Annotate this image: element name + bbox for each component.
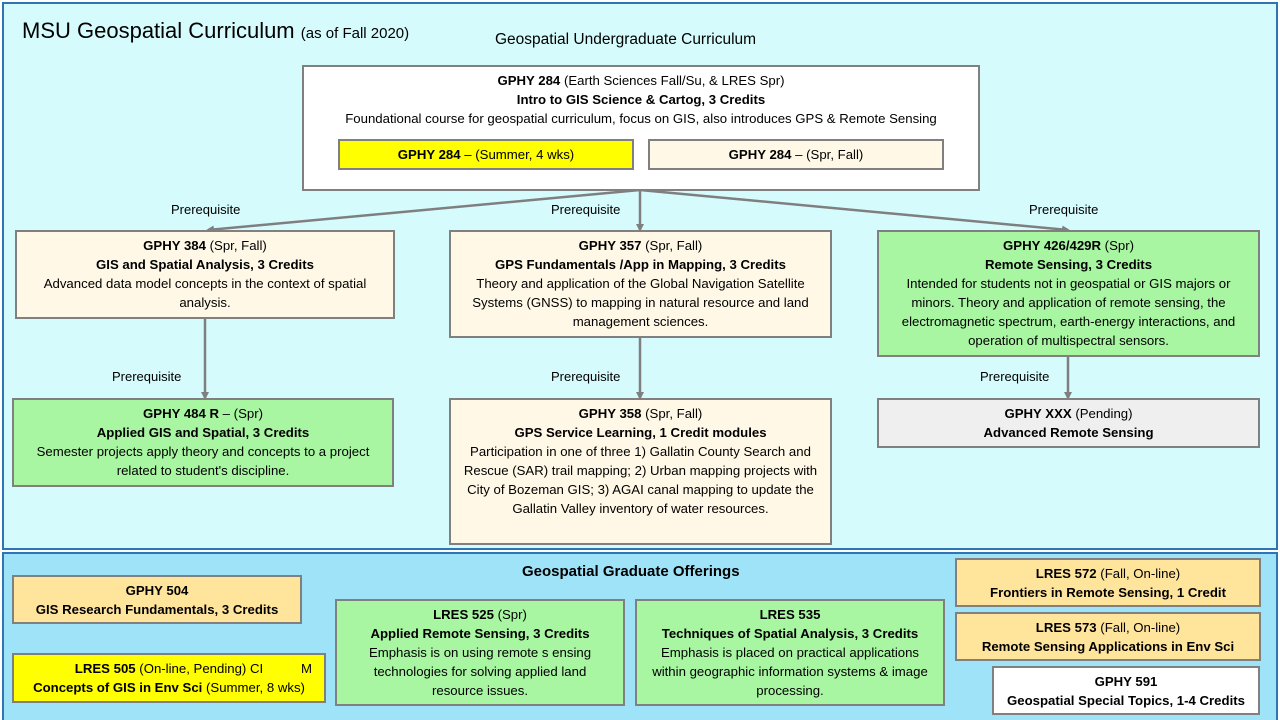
title-main: MSU Geospatial Curriculum (22, 18, 295, 43)
course-code: GPHY 358 (578, 406, 642, 421)
course-code: GPHY 357 (578, 238, 642, 253)
page-title: MSU Geospatial Curriculum (as of Fall 20… (22, 18, 409, 44)
course-description: Participation in one of three 1) Gallati… (463, 444, 818, 516)
course-code: LRES 573 (1035, 620, 1097, 635)
course-description: Advanced data model concepts in the cont… (43, 276, 367, 310)
course-term: (Spr, Fall) (641, 406, 703, 421)
arrow-284-to-384 (206, 188, 641, 234)
course-term: (Spr, Fall) (205, 238, 267, 253)
course-lres-505: LRES 505 (On-line, Pending) CI M Concepts… (12, 653, 326, 703)
course-title: Intro to GIS Science & Cartog, 3 Credits (516, 92, 766, 107)
course-lres-572: LRES 572 (Fall, On-line) Frontiers in Re… (955, 558, 1261, 607)
course-description: Foundational course for geospatial curri… (345, 111, 937, 126)
course-term: (Spr) (1101, 238, 1134, 253)
course-code: LRES 535 (759, 607, 821, 622)
course-term: – (Spr) (219, 406, 263, 421)
graduate-heading: Geospatial Graduate Offerings (522, 563, 740, 580)
prereq-label-4: Prerequisite (112, 369, 182, 384)
course-code: LRES 525 (433, 607, 494, 622)
course-description: Intended for students not in geospatial … (901, 276, 1236, 348)
course-gphy-357: GPHY 357 (Spr, Fall) GPS Fundamentals /A… (449, 230, 832, 338)
course-term: (Spr, Fall) (641, 238, 703, 253)
course-title: GPS Fundamentals /App in Mapping, 3 Cred… (495, 257, 786, 272)
course-description: Emphasis is placed on practical applicat… (652, 645, 928, 698)
course-term: – (Summer, 4 wks) (460, 147, 575, 162)
undergrad-heading: Geospatial Undergraduate Curriculum (495, 31, 757, 48)
course-gphy-358: GPHY 358 (Spr, Fall) GPS Service Learnin… (449, 398, 832, 545)
course-title: Advanced Remote Sensing (983, 425, 1154, 440)
course-gphy-484r: GPHY 484 R – (Spr) Applied GIS and Spati… (12, 398, 394, 487)
course-code: GPHY 504 (125, 583, 189, 598)
prereq-label-6: Prerequisite (980, 369, 1050, 384)
prereq-label-5: Prerequisite (551, 369, 621, 384)
course-title: GPS Service Learning, 1 Credit modules (514, 425, 767, 440)
course-code: GPHY 284 (728, 147, 792, 162)
course-term: – (Spr, Fall) (791, 147, 864, 162)
course-title: Frontiers in Remote Sensing, 1 Credit (990, 585, 1226, 600)
course-term: (Fall, On-line) (1096, 620, 1181, 635)
course-description: Semester projects apply theory and conce… (36, 444, 370, 478)
course-title: GIS and Spatial Analysis, 3 Credits (96, 257, 314, 272)
course-gphy-426: GPHY 426/429R (Spr) Remote Sensing, 3 Cr… (877, 230, 1260, 357)
course-code: LRES 505 (74, 661, 136, 676)
course-lres-535: LRES 535 Techniques of Spatial Analysis,… (635, 599, 945, 706)
course-code: GPHY 484 R (143, 406, 220, 421)
prereq-label-3: Prerequisite (1029, 202, 1099, 217)
course-lres-573: LRES 573 (Fall, On-line) Remote Sensing … (955, 612, 1261, 661)
course-code: GPHY 284 (397, 147, 461, 162)
course-title: Applied Remote Sensing, 3 Credits (370, 626, 590, 641)
course-gphy-504: GPHY 504 GIS Research Fundamentals, 3 Cr… (12, 575, 302, 624)
course-title: Concepts of GIS in Env Sci (33, 680, 203, 695)
option-spring-fall: GPHY 284 – (Spr, Fall) (648, 139, 944, 170)
course-term: (On-line, Pending) CI (135, 661, 264, 676)
option-summer: GPHY 284 – (Summer, 4 wks) (338, 139, 634, 170)
course-title-term: (Summer, 8 wks) (202, 680, 305, 695)
course-term: (Fall, On-line) (1096, 566, 1181, 581)
arrow-284-to-426 (639, 188, 1070, 234)
course-term: (Spr) (493, 607, 527, 622)
course-title: Techniques of Spatial Analysis, 3 Credit… (661, 626, 919, 641)
course-code: LRES 572 (1035, 566, 1097, 581)
course-gphy-284: GPHY 284 (Earth Sciences Fall/Su, & LRES… (302, 65, 980, 191)
prereq-label-1: Prerequisite (171, 202, 241, 217)
course-gphy-xxx: GPHY XXX (Pending) Advanced Remote Sensi… (877, 398, 1260, 448)
course-title: Applied GIS and Spatial, 3 Credits (96, 425, 310, 440)
prereq-label-2: Prerequisite (551, 202, 621, 217)
course-gphy-384: GPHY 384 (Spr, Fall) GIS and Spatial Ana… (15, 230, 395, 319)
course-title: GIS Research Fundamentals, 3 Credits (35, 602, 279, 617)
course-title: Geospatial Special Topics, 1-4 Credits (1007, 693, 1245, 708)
course-code: GPHY 426/429R (1003, 238, 1102, 253)
course-code: GPHY 591 (1094, 674, 1158, 689)
course-description: Emphasis is on using remote s ensing tec… (368, 645, 592, 698)
course-code: GPHY XXX (1004, 406, 1072, 421)
course-description: Theory and application of the Global Nav… (472, 276, 809, 329)
course-term-suffix: M (301, 661, 312, 676)
course-term: (Earth Sciences Fall/Su, & LRES Spr) (563, 73, 785, 88)
course-title: Remote Sensing, 3 Credits (984, 257, 1153, 272)
course-term: (Pending) (1071, 406, 1133, 421)
course-gphy-591: GPHY 591 Geospatial Special Topics, 1-4 … (992, 666, 1260, 715)
course-lres-525: LRES 525 (Spr) Applied Remote Sensing, 3… (335, 599, 625, 706)
course-code: GPHY 384 (143, 238, 206, 253)
course-code: GPHY 284 (497, 73, 561, 88)
course-title: Remote Sensing Applications in Env Sci (981, 639, 1235, 654)
title-sub: (as of Fall 2020) (300, 25, 410, 42)
